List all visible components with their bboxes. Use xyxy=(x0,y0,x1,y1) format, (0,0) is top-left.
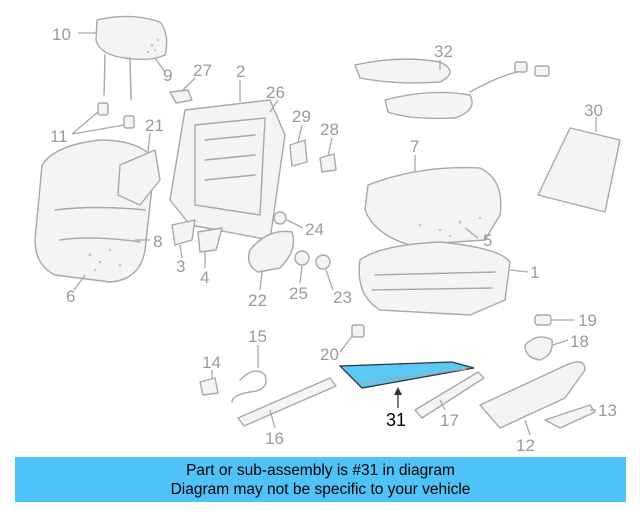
callout-27: 27 xyxy=(193,61,212,80)
callout-9: 9 xyxy=(163,66,172,85)
part-seat-frame xyxy=(358,241,511,316)
callout-24: 24 xyxy=(305,220,324,239)
caption-line-2: Diagram may not be specific to your vehi… xyxy=(170,480,471,498)
callout-11: 11 xyxy=(50,127,68,146)
callout-21: 21 xyxy=(145,116,164,135)
callout-26: 26 xyxy=(266,83,285,102)
part-15 xyxy=(231,370,267,403)
part-seat-cushion xyxy=(364,166,502,246)
part-20 xyxy=(351,324,365,338)
callout-25: 25 xyxy=(289,284,308,303)
caption-banner: Part or sub-assembly is #31 in diagram D… xyxy=(15,457,626,502)
callout-7: 7 xyxy=(410,137,419,156)
callout-31-highlighted: 31 xyxy=(386,410,406,430)
part-14 xyxy=(199,377,219,396)
callout-14: 14 xyxy=(202,353,221,372)
callout-16: 16 xyxy=(265,429,284,448)
part-24 xyxy=(273,211,287,225)
part-23 xyxy=(315,254,331,270)
callout-6: 6 xyxy=(66,287,75,306)
callout-8: 8 xyxy=(153,232,162,251)
part-seatback-frame xyxy=(169,99,286,241)
callout-28: 28 xyxy=(320,120,339,139)
part-22 xyxy=(247,230,295,273)
callout-22: 22 xyxy=(248,291,267,310)
part-30 xyxy=(537,127,621,213)
part-13 xyxy=(544,404,596,429)
part-16 xyxy=(237,377,337,427)
part-28 xyxy=(319,153,337,173)
part-12 xyxy=(479,361,586,429)
part-17 xyxy=(414,371,485,419)
part-headrest xyxy=(95,15,168,101)
part-18 xyxy=(524,336,553,361)
callout-2: 2 xyxy=(236,62,245,81)
callout-23: 23 xyxy=(333,288,352,307)
part-guides xyxy=(97,102,135,129)
callout-17: 17 xyxy=(440,411,459,430)
callout-30: 30 xyxy=(584,101,603,120)
part-31-highlighted xyxy=(338,361,475,389)
caption-line-1: Part or sub-assembly is #31 in diagram xyxy=(186,461,455,479)
part-side-bracket xyxy=(117,149,161,206)
callout-4: 4 xyxy=(200,268,209,287)
leader-lines xyxy=(71,32,597,436)
seat-parts-diagram: 10 9 27 2 26 32 30 11 21 29 28 7 5 8 24 … xyxy=(34,15,621,455)
part-29 xyxy=(289,139,308,167)
callout-29: 29 xyxy=(292,107,311,126)
callout-1: 1 xyxy=(530,263,539,282)
part-3 xyxy=(171,219,196,246)
callout-32: 32 xyxy=(434,42,453,61)
part-19 xyxy=(534,314,552,326)
callout-10: 10 xyxy=(52,25,71,44)
callout-13: 13 xyxy=(598,401,617,420)
callout-5: 5 xyxy=(483,231,492,250)
part-clip-27 xyxy=(169,89,193,104)
callout-18: 18 xyxy=(570,332,589,351)
callout-3: 3 xyxy=(176,257,185,276)
callout-12: 12 xyxy=(516,436,535,455)
part-25 xyxy=(294,250,310,266)
part-heater xyxy=(354,58,550,120)
callout-20: 20 xyxy=(320,345,339,364)
callout-15: 15 xyxy=(248,327,267,346)
callout-19: 19 xyxy=(578,311,597,330)
part-4 xyxy=(197,227,223,253)
